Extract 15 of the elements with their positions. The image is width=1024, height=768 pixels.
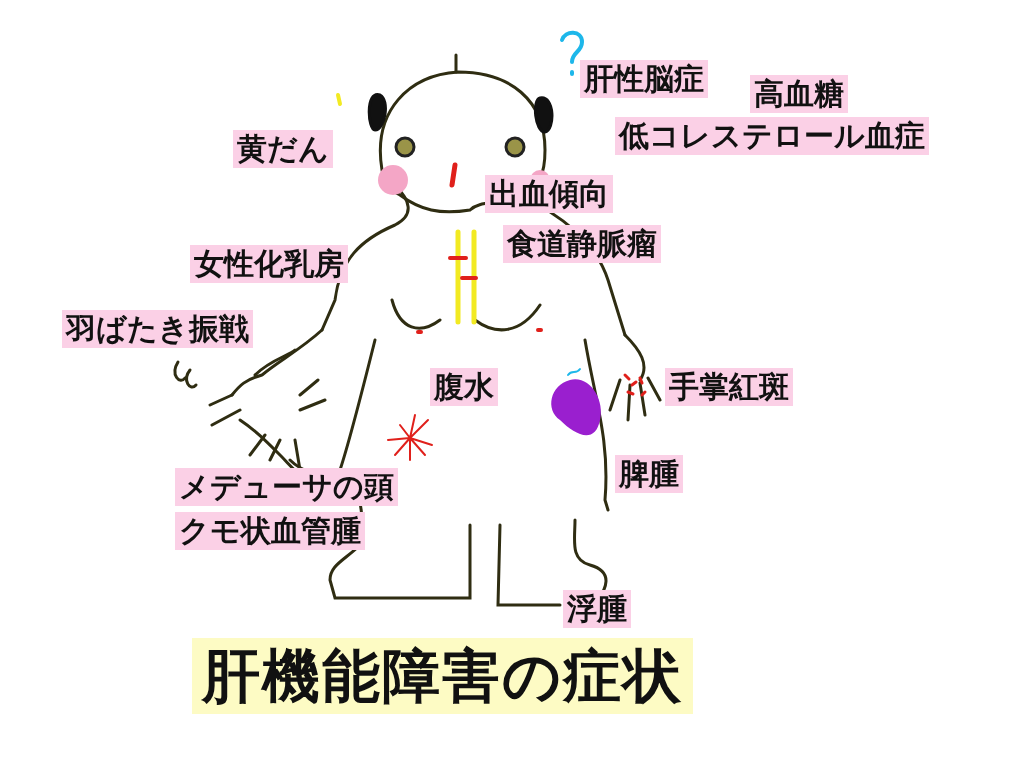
symptom-label: 手掌紅斑 (665, 368, 793, 406)
title: 肝機能障害の症状 (192, 638, 693, 714)
symptom-label: 女性化乳房 (190, 245, 348, 283)
symptom-label: 肝性脳症 (580, 60, 708, 98)
symptom-label: 腹水 (430, 368, 498, 406)
symptom-label: 低コレステロール血症 (615, 117, 929, 155)
symptom-label: 高血糖 (750, 75, 848, 113)
symptom-label: 脾腫 (615, 455, 683, 493)
symptom-label: クモ状血管腫 (175, 512, 365, 550)
symptom-label: 食道静脈瘤 (503, 225, 661, 263)
symptom-label: メデューサの頭 (175, 468, 398, 506)
symptom-label: 浮腫 (563, 590, 631, 628)
symptom-label: 黄だん (233, 130, 333, 168)
symptom-label: 出血傾向 (485, 175, 613, 213)
symptom-label: 羽ばたき振戦 (62, 310, 253, 348)
